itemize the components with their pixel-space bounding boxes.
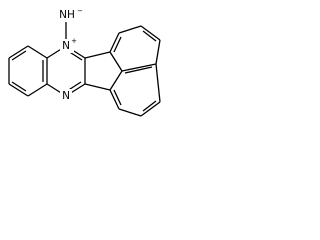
n-symbol: N	[62, 90, 70, 102]
pyrazine-ring	[46, 45, 86, 97]
n-cation-symbol: N	[62, 40, 70, 52]
bond	[155, 39, 161, 65]
amine-symbol: NH	[59, 9, 75, 21]
five-membered-ring	[84, 51, 123, 91]
atom-n-cation: N +	[60, 37, 77, 53]
bond	[8, 45, 29, 59]
amine-charge: −	[77, 7, 83, 15]
bond	[109, 32, 120, 53]
bond	[84, 83, 111, 91]
bond	[140, 25, 161, 41]
bond	[109, 70, 123, 91]
bond	[109, 89, 120, 110]
bond	[109, 51, 123, 72]
double-bond-inner	[113, 36, 122, 53]
double-bond-inner	[11, 81, 27, 92]
double-bond-inner	[113, 89, 122, 106]
double-bond-inner	[11, 50, 27, 61]
double-bond-inner	[142, 100, 157, 112]
bond	[8, 83, 29, 97]
double-bond-inner	[142, 30, 157, 42]
naphthalene-upper-ring	[109, 25, 161, 72]
bond	[118, 108, 142, 117]
bond	[118, 25, 142, 34]
benzo-ring	[8, 45, 48, 97]
bond	[155, 63, 161, 103]
bond	[121, 63, 157, 72]
bond	[84, 51, 111, 59]
atom-n: N	[60, 89, 72, 103]
double-bond-inner	[124, 66, 153, 74]
bond	[140, 101, 161, 117]
bond	[27, 45, 48, 59]
n-cation-charge: +	[71, 37, 77, 45]
structure-diagram: NH − N + N	[8, 7, 161, 117]
naphthalene-lower-ring	[109, 63, 161, 117]
atom-nh-anion: NH −	[57, 7, 83, 22]
bond	[27, 83, 48, 97]
